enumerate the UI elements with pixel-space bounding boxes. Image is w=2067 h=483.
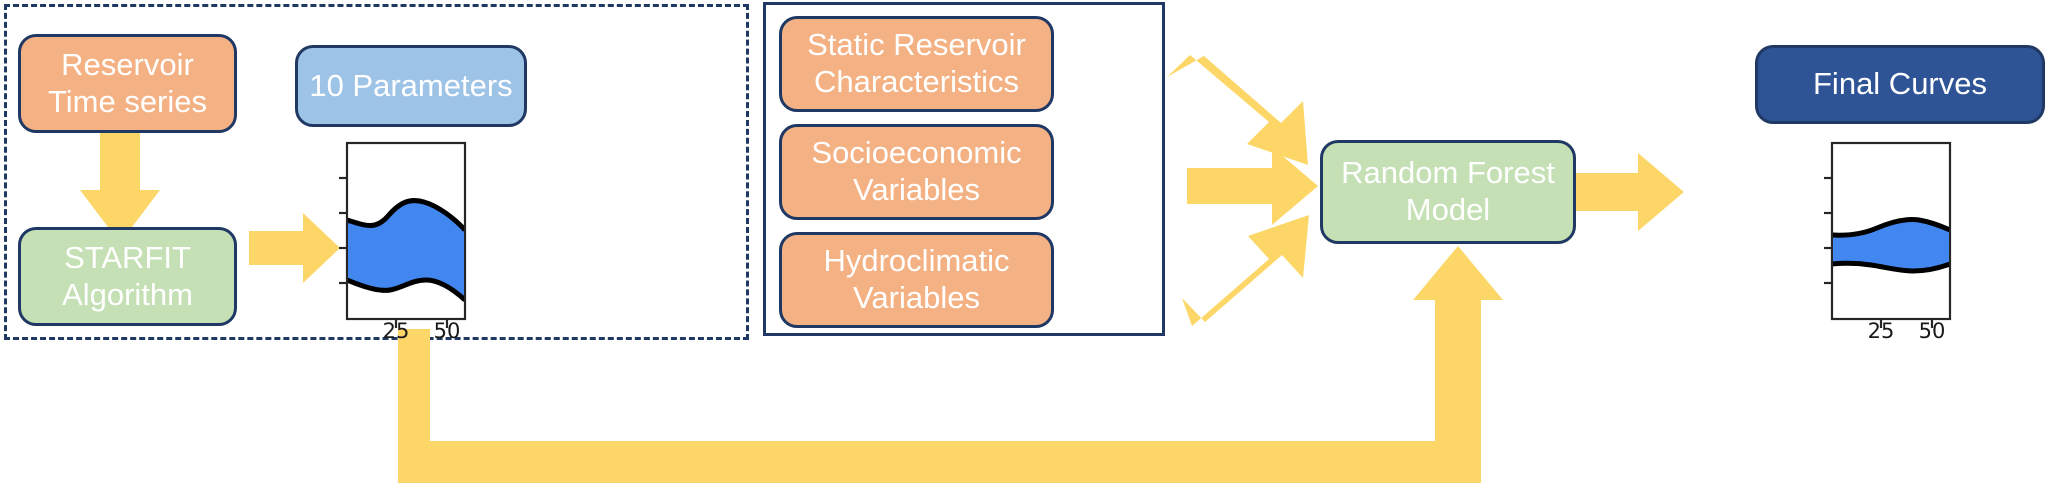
- node-reservoir-time-series-label: Reservoir Time series: [47, 46, 208, 119]
- node-parameters-label: 10 Parameters: [309, 67, 513, 103]
- node-hydroclimatic-variables[interactable]: Hydroclimatic Variables: [779, 232, 1054, 328]
- hydroclimatic-to-model-arrow: [1182, 215, 1309, 326]
- chart-upper-curve: [1833, 217, 1949, 238]
- node-hydroclimatic-variables-label: Hydroclimatic Variables: [823, 243, 1010, 315]
- chart-y-ticks: [339, 176, 347, 285]
- chart-lower-curve: [348, 277, 464, 302]
- chart-band-fill: [1833, 219, 1949, 271]
- node-final-curves-label: Final Curves: [1813, 66, 1987, 102]
- node-random-forest-model[interactable]: Random Forest Model: [1320, 140, 1576, 244]
- node-parameters[interactable]: 10 Parameters: [295, 45, 527, 127]
- chart-xtick-label-1: 50: [434, 319, 461, 343]
- chart-xtick-label-0: 25: [1868, 319, 1895, 343]
- chart-curve-band: [1833, 217, 1949, 274]
- model-to-final-chart-arrow: [1575, 153, 1684, 231]
- node-starfit-algorithm-label: STARFIT Algorithm: [62, 239, 193, 312]
- node-random-forest-model-label: Random Forest Model: [1341, 155, 1555, 227]
- socioeconomic-to-model-arrow: [1187, 147, 1318, 225]
- chart-x-ticks: [1879, 319, 1934, 328]
- chart-lower-curve: [1833, 260, 1949, 274]
- starfit-curve-chart: 25 50: [330, 140, 510, 343]
- chart-upper-curve: [348, 198, 464, 232]
- node-reservoir-time-series[interactable]: Reservoir Time series: [18, 34, 237, 133]
- node-socioeconomic-variables-label: Socioeconomic Variables: [811, 135, 1022, 207]
- chart-xtick-label-1: 50: [1919, 319, 1946, 343]
- starfit-curve-chart-svg: 25 50: [339, 141, 467, 343]
- node-starfit-algorithm[interactable]: STARFIT Algorithm: [18, 227, 237, 326]
- node-final-curves[interactable]: Final Curves: [1755, 45, 2045, 124]
- final-curve-chart: 25 50: [1815, 140, 2005, 343]
- node-socioeconomic-variables[interactable]: Socioeconomic Variables: [779, 124, 1054, 220]
- final-curve-chart-svg: 25 50: [1824, 141, 1952, 343]
- static-characteristics-to-model-arrow: [1167, 55, 1308, 165]
- chart-xtick-label-0: 25: [383, 319, 410, 343]
- chart-x-ticks: [394, 319, 449, 328]
- starfit-group-frame: [4, 4, 749, 340]
- node-static-reservoir-characteristics-label: Static Reservoir Characteristics: [807, 27, 1026, 99]
- chart-curve-band: [348, 198, 464, 302]
- chart-y-ticks: [1824, 176, 1832, 285]
- node-static-reservoir-characteristics[interactable]: Static Reservoir Characteristics: [779, 16, 1054, 112]
